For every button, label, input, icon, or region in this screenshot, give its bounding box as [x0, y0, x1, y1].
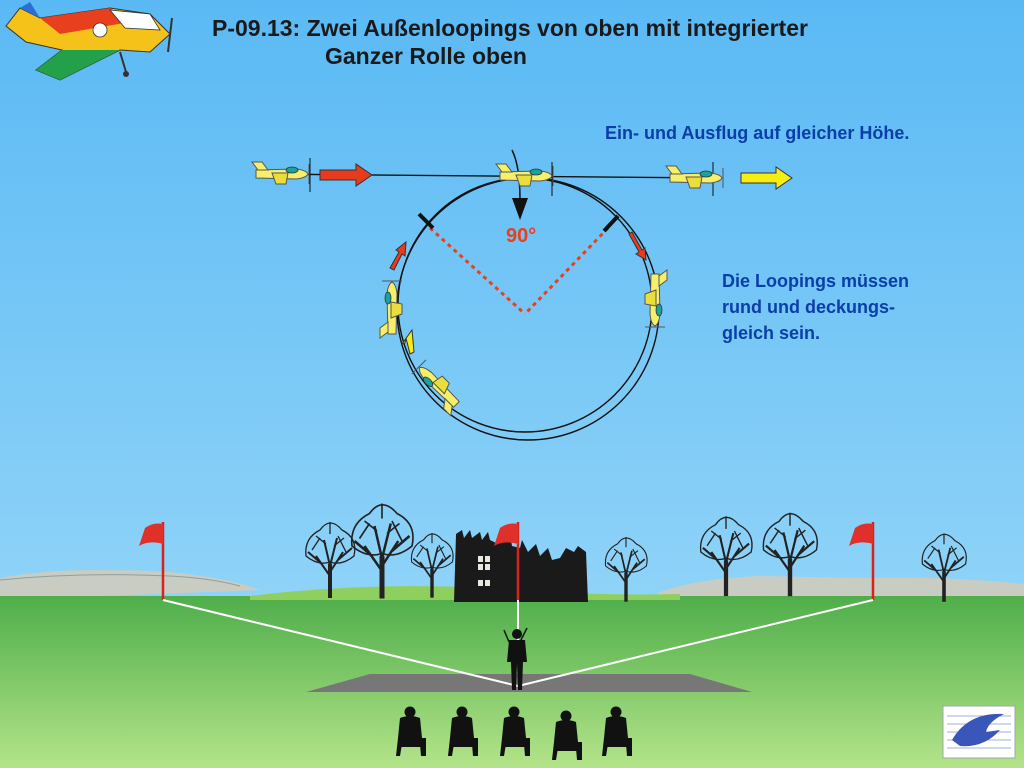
title-line-1: P-09.13: Zwei Außenloopings von oben mit… — [212, 15, 808, 41]
sky-background — [0, 0, 1024, 600]
loop-note: Die Loopings müssen rund und deckungs- g… — [722, 268, 982, 346]
association-logo-icon — [942, 705, 1016, 759]
loop-note-line-2: rund und deckungs- — [722, 297, 895, 317]
angle-label: 90° — [506, 225, 537, 247]
castle-ruin-icon — [454, 530, 588, 602]
angle-marker — [417, 149, 620, 316]
direction-arrow — [319, 163, 793, 355]
page-title: P-09.13: Zwei Außenloopings von oben mit… — [212, 14, 808, 70]
loop-note-line-3: gleich sein. — [722, 323, 821, 343]
loop-note-line-1: Die Loopings müssen — [722, 271, 910, 291]
entry-exit-note: Ein- und Ausflug auf gleicher Höhe. — [605, 123, 910, 143]
aerobatic-plane-logo-icon — [5, 2, 173, 81]
pilot-silhouette — [503, 627, 528, 690]
title-line-2: Ganzer Rolle oben — [325, 43, 527, 69]
